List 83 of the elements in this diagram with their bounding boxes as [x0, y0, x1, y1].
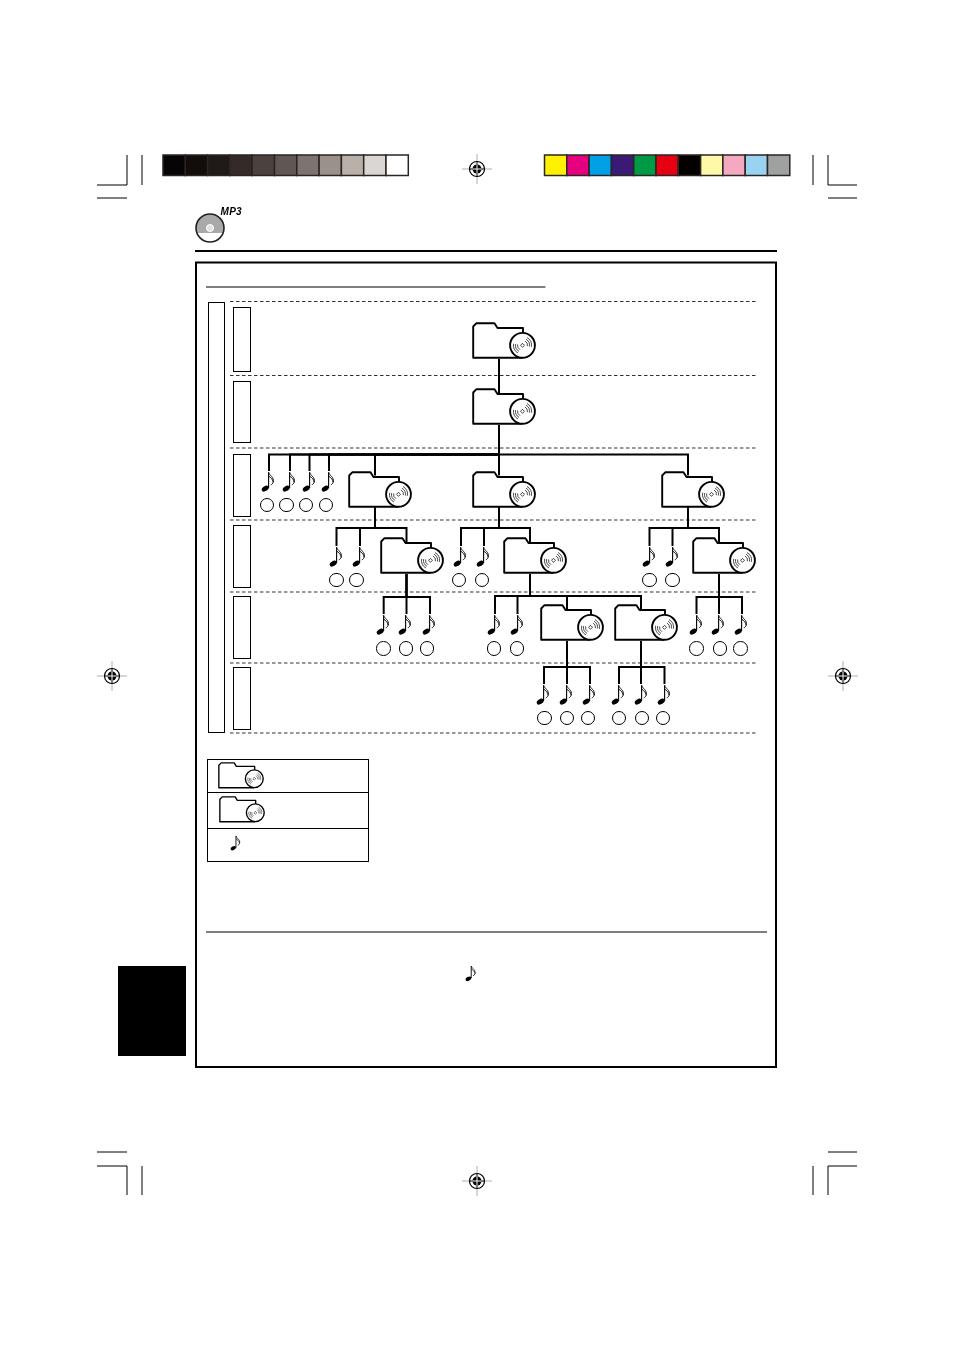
blank-circle [279, 497, 294, 513]
blank-circle [474, 572, 490, 588]
folder-disc-icon [379, 537, 444, 574]
music-note-icon [641, 546, 656, 567]
folder-disc-icon [614, 604, 678, 641]
folder-disc-icon [348, 470, 412, 508]
music-note-icon [688, 614, 703, 635]
music-note-icon [536, 684, 550, 705]
folder-disc-icon [661, 470, 725, 508]
blank-circle [665, 572, 680, 588]
folder-disc-icon [692, 537, 756, 574]
blank-label-box [232, 453, 251, 517]
blank-circle [611, 710, 627, 726]
music-note-icon [282, 471, 296, 492]
music-note-icon [375, 614, 390, 635]
blank-circle [259, 497, 275, 513]
folder-disc-icon [472, 322, 536, 359]
music-note-icon [261, 471, 275, 492]
connector-line [687, 506, 720, 543]
music-note-icon [321, 471, 335, 492]
music-note-icon [558, 684, 573, 705]
blank-label-box [232, 380, 251, 443]
music-note-icon [476, 546, 490, 567]
folder-disc-icon [472, 388, 536, 425]
blank-label-box [232, 595, 251, 659]
folder-disc-icon [472, 470, 536, 508]
blank-circle [655, 710, 671, 726]
music-note-icon [582, 684, 596, 705]
music-note-icon [328, 546, 343, 567]
music-note-icon [352, 546, 366, 567]
blank-circle [634, 710, 650, 726]
blank-circle [733, 641, 748, 656]
blank-circle [329, 572, 344, 588]
music-note-icon [509, 614, 524, 635]
connector-line [640, 640, 666, 685]
blank-circle [419, 641, 435, 656]
blank-label-box [232, 667, 251, 730]
music-note-icon [633, 684, 648, 705]
format-label: MP3 [220, 207, 242, 217]
key-table-row [206, 759, 369, 793]
connector-line [529, 573, 642, 610]
music-note-icon [453, 546, 467, 567]
section-tab [118, 966, 186, 1056]
music-note-icon [656, 684, 671, 705]
blank-side-box [207, 301, 225, 733]
music-note-icon [422, 614, 436, 635]
music-note-icon [487, 614, 501, 635]
blank-circle [376, 641, 391, 656]
folder-disc-icon [540, 604, 604, 641]
connector-line [498, 358, 500, 394]
music-note-icon [301, 471, 316, 492]
blank-circle [689, 641, 704, 656]
blank-circle [298, 497, 314, 513]
music-note-icon [229, 835, 241, 851]
connector-line [566, 640, 591, 685]
blank-circle [486, 641, 502, 656]
music-note-icon [711, 614, 725, 635]
blank-circle [537, 710, 552, 726]
key-table-row [206, 828, 369, 862]
blank-circle [712, 641, 728, 656]
key-table-row [206, 792, 369, 829]
folder-disc-icon [218, 795, 265, 823]
music-note-icon [398, 614, 413, 635]
music-note-icon [611, 684, 625, 705]
blank-label-box [232, 524, 251, 588]
music-note-icon [664, 546, 679, 567]
blank-circle [509, 641, 525, 656]
connector-line [374, 506, 408, 543]
connector-line [405, 573, 431, 615]
connector-line [498, 506, 531, 543]
folder-disc-icon [217, 761, 264, 789]
blank-label-box [232, 307, 251, 372]
connector-line [498, 424, 689, 477]
blank-circle [349, 572, 364, 588]
folder-disc-icon [503, 537, 567, 574]
blank-circle [398, 641, 414, 656]
connector-line [718, 573, 743, 615]
blank-circle [580, 710, 596, 726]
blank-circle [318, 497, 334, 513]
blank-circle [642, 572, 657, 588]
blank-circle [559, 710, 575, 726]
blank-circle [451, 572, 467, 588]
music-note-icon [734, 614, 748, 635]
